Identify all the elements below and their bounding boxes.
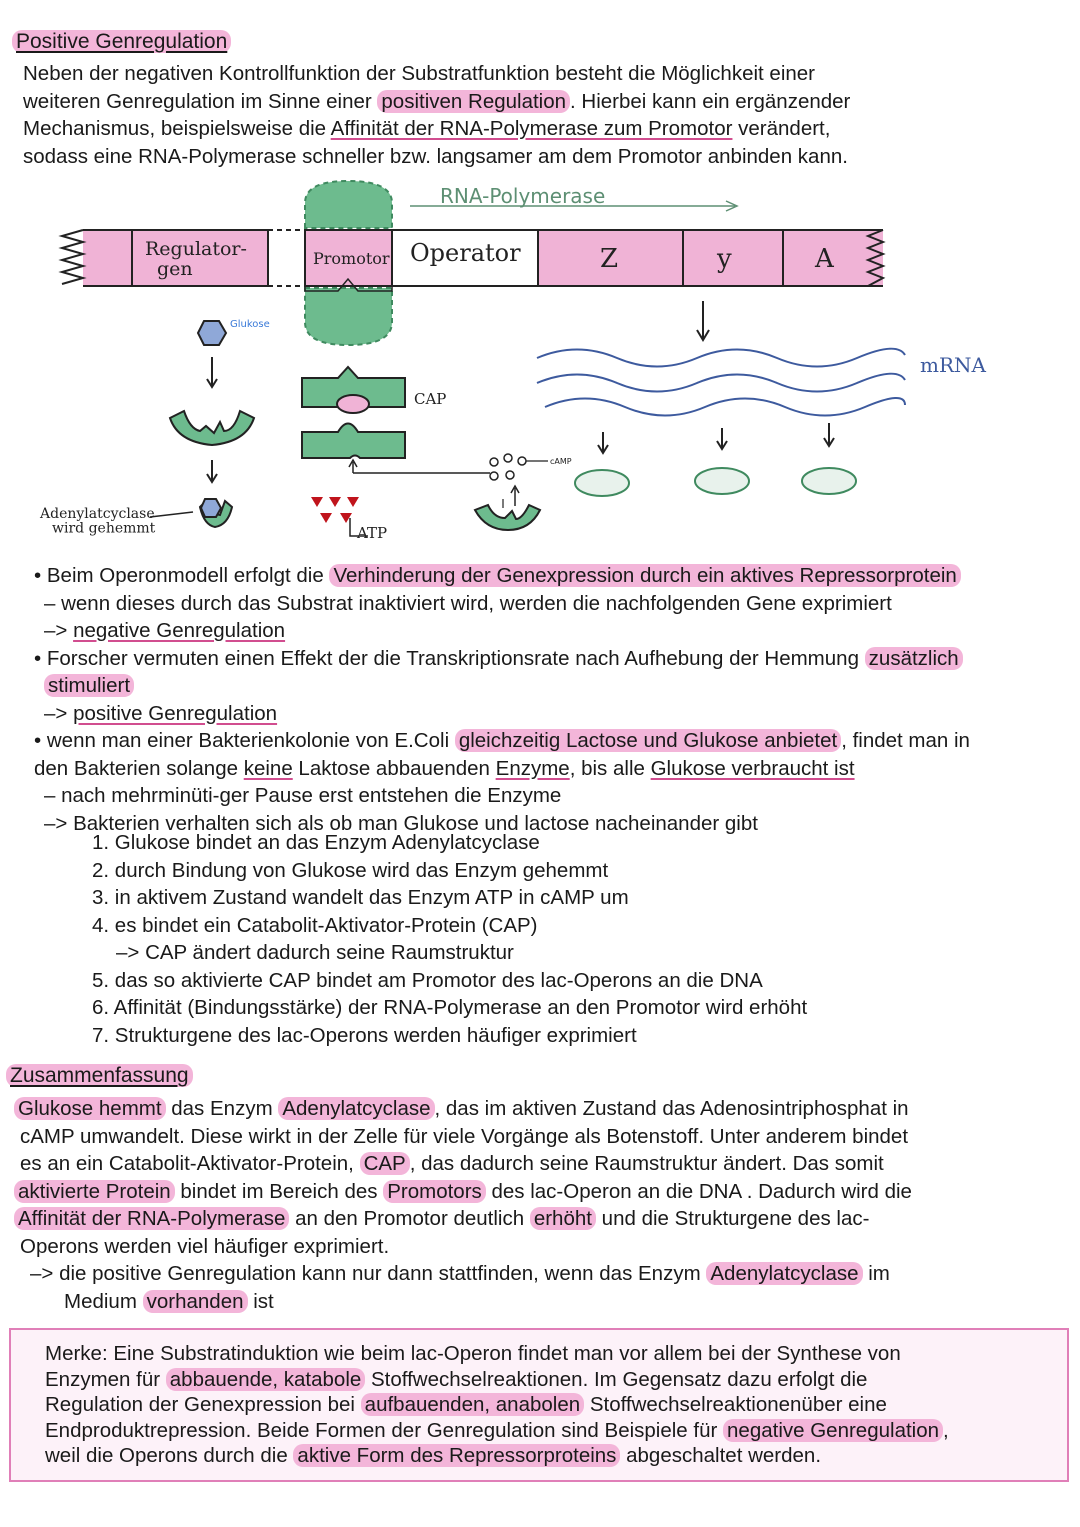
bullet-line: den Bakterien solange keine Laktose abba…	[34, 756, 855, 780]
summary-paragraph: Glukose hemmt das Enzym Adenylatcyclase,…	[14, 1095, 1064, 1315]
glukose-label: Glukose	[230, 319, 270, 330]
bullet-line: –> negative Genregulation	[44, 619, 286, 642]
summary-line: Medium vorhanden ist	[64, 1289, 274, 1313]
section-title-zusammenfassung: Zusammenfassung	[6, 1064, 193, 1088]
step-item: 4. es bindet ein Catabolit-Aktivator-Pro…	[92, 913, 538, 937]
step-item: 7. Strukturgene des lac-Operons werden h…	[92, 1023, 637, 1047]
segment-operator: Operator	[410, 239, 521, 267]
bullet-line: –> Bakterien verhalten sich als ob man G…	[44, 811, 758, 835]
merke-line: Merke: Eine Substratinduktion wie beim l…	[45, 1342, 901, 1365]
summary-line: Affinität der RNA-Polymerase an den Prom…	[14, 1205, 1064, 1233]
segment-a: A	[814, 244, 835, 274]
merke-text: Merke: Eine Substratinduktion wie beim l…	[45, 1341, 1055, 1469]
merke-line: Regulation der Genexpression bei aufbaue…	[45, 1393, 887, 1416]
enzyme-products	[574, 467, 857, 497]
atp-label: ATP	[356, 524, 387, 542]
step-item: 5. das so aktivierte CAP bindet am Promo…	[92, 968, 763, 992]
dna-strand	[58, 229, 886, 292]
rna-polymerase-blob	[304, 179, 393, 347]
merke-line: Endproduktrepression. Beide Formen der G…	[45, 1418, 949, 1442]
bullet-line: – wenn dieses durch das Substrat inaktiv…	[44, 591, 892, 615]
step-item: –> CAP ändert dadurch seine Raumstruktur	[116, 941, 514, 964]
summary-line: aktivierte Protein bindet im Bereich des…	[14, 1178, 1064, 1206]
intro-paragraph: Neben der negativen Kontrollfunktion der…	[23, 60, 1063, 170]
camp-molecules	[489, 453, 527, 481]
bullet-line: – nach mehrminüti-ger Pause erst entsteh…	[44, 784, 562, 807]
lac-operon-diagram: RNA-Polymerase Regulator-gen Promotor Op…	[39, 179, 987, 542]
step-item: 6. Affinität (Bindungsstärke) der RNA-Po…	[92, 996, 808, 1019]
segment-regulatorgen: Regulator-gen	[145, 238, 247, 280]
merke-line: Enzymen für abbauende, katabole Stoffwec…	[45, 1367, 868, 1391]
glukose-hexagon	[196, 320, 228, 346]
segment-z: Z	[600, 244, 618, 274]
cap-label: CAP	[414, 390, 446, 408]
step-item: 1. Glukose bindet an das Enzym Adenylatc…	[92, 831, 540, 854]
bullet-line: • Beim Operonmodell erfolgt die Verhinde…	[34, 562, 1074, 590]
segment-y: y	[716, 244, 732, 274]
intro-line-1: Neben der negativen Kontrollfunktion der…	[23, 62, 816, 85]
cap-protein	[301, 365, 406, 459]
step-item: 3. in aktivem Zustand wandelt das Enzym …	[92, 886, 629, 909]
bullet-line: • wenn man einer Bakterienkolonie von E.…	[34, 729, 970, 752]
bullet-line: –> positive Genregulation	[44, 701, 278, 725]
bullet-line: stimuliert	[34, 672, 1074, 700]
section-title-positive-genregulation: Positive Genregulation	[12, 30, 232, 54]
summary-line: –> die positive Genregulation kann nur d…	[30, 1262, 890, 1285]
atp-molecules	[311, 497, 359, 523]
merke-line: weil die Operons durch die aktive Form d…	[45, 1444, 822, 1467]
mrna-label: mRNA	[920, 353, 987, 377]
adenylatcyclase-enzyme	[168, 409, 256, 447]
summary-line: Operons werden viel häufiger exprimiert.	[20, 1234, 390, 1258]
camp-label: cAMP	[550, 457, 572, 466]
step-item: 2. durch Bindung von Glukose wird das En…	[92, 858, 609, 882]
summary-line: es an ein Catabolit-Aktivator-Protein, C…	[20, 1152, 884, 1175]
merke-box: Merke: Eine Substratinduktion wie beim l…	[9, 1328, 1069, 1482]
intro-line-2: weiteren Genregulation im Sinne einer po…	[23, 89, 851, 113]
segment-promotor: Promotor	[313, 249, 390, 268]
intro-line-4: sodass eine RNA-Polymerase schneller bzw…	[23, 144, 848, 168]
bullet-list: • Beim Operonmodell erfolgt die Verhinde…	[34, 562, 1074, 837]
summary-line: Glukose hemmt das Enzym Adenylatcyclase,…	[14, 1095, 1064, 1123]
summary-line: cAMP umwandelt. Diese wirkt in der Zelle…	[20, 1124, 909, 1148]
intro-line-3: Mechanismus, beispielsweise die Affinitä…	[23, 117, 831, 140]
adenylatcyclase-active	[473, 503, 542, 532]
mrna-strands	[536, 347, 906, 417]
bullet-line: • Forscher vermuten einen Effekt der die…	[34, 645, 1074, 673]
rna-polymerase-label: RNA-Polymerase	[440, 184, 605, 208]
numbered-steps: 1. Glukose bindet an das Enzym Adenylatc…	[92, 829, 992, 1049]
